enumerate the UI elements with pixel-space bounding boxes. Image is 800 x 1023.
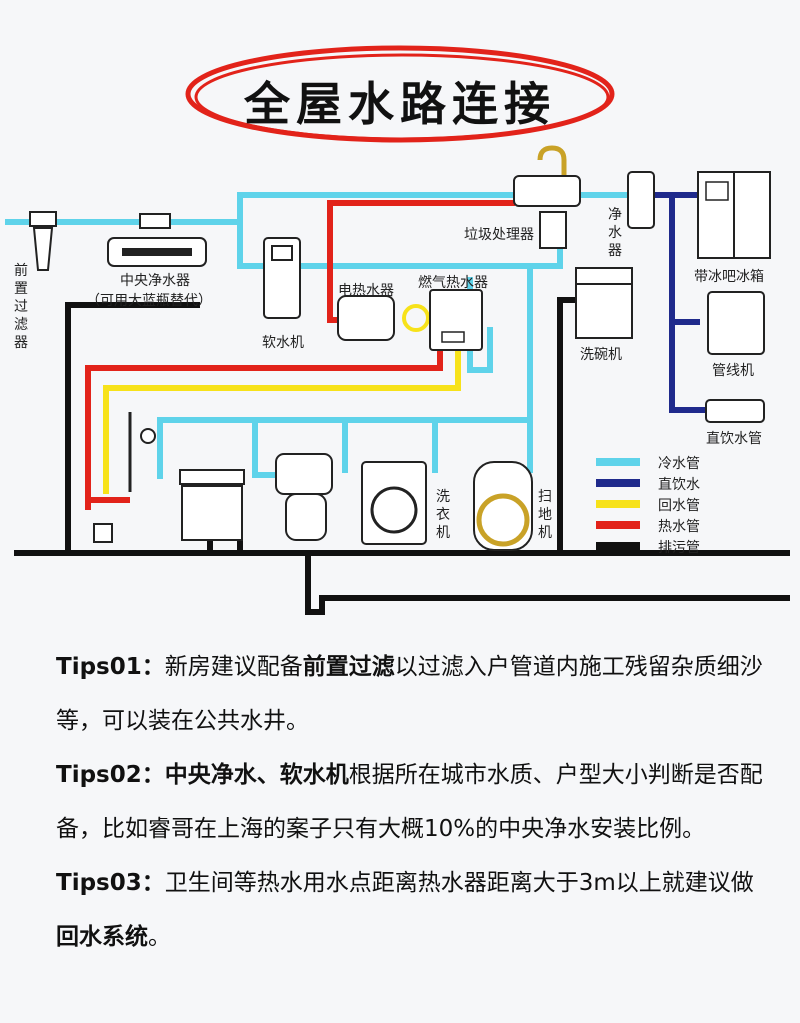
tip-id: Tips03： xyxy=(56,870,165,896)
label-central-purifier: 中央净水器 xyxy=(120,273,190,289)
legend-swatch xyxy=(596,458,640,466)
legend-swatch xyxy=(596,521,640,529)
legend-swatch xyxy=(596,500,640,508)
direct-tap-icon xyxy=(705,399,765,423)
label-direct-tap: 直饮水管 xyxy=(706,431,762,447)
tip-text: 卫生间等热水用水点距离热水器距离大于3m以上就建议做 xyxy=(164,870,754,896)
label-robot-vacuum: 扫地机 xyxy=(538,489,552,541)
electric-heater-icon xyxy=(337,295,430,341)
water-purifier-icon xyxy=(627,171,655,229)
shower-icon xyxy=(128,412,156,492)
prefilter-icon xyxy=(29,211,57,271)
legend-swatch xyxy=(596,479,640,487)
label-pipeline-machine: 管线机 xyxy=(712,363,754,379)
tip-text: 根据所在城市水质、户型大小判断是否配备，比如睿哥在上海的案子只有大概10%的中央… xyxy=(56,762,763,842)
page-title: 全屋水路连接 xyxy=(244,77,556,131)
label-washer: 洗衣机 xyxy=(436,489,450,541)
legend-label: 冷水管 xyxy=(658,456,700,472)
label-central-purifier-note: （可用大蓝瓶替代） xyxy=(86,293,212,309)
tip-item: Tips02：中央净水、软水机根据所在城市水质、户型大小判断是否配备，比如睿哥在… xyxy=(56,748,776,856)
label-electric-heater: 电热水器 xyxy=(338,283,394,299)
washing-machine-icon xyxy=(361,461,427,545)
softener-icon xyxy=(263,237,301,319)
legend-swatch xyxy=(596,542,640,550)
dishwasher-icon xyxy=(575,267,633,339)
label-softener: 软水机 xyxy=(262,335,304,351)
direct-water-pipes xyxy=(652,192,720,413)
legend-label: 热水管 xyxy=(658,519,700,535)
label-gas-heater: 燃气热水器 xyxy=(418,275,488,291)
central-purifier-icon xyxy=(107,213,207,267)
tips-section: Tips01：新房建议配备前置过滤以过滤入户管道内施工残留杂质细沙等，可以装在公… xyxy=(56,640,776,964)
legend-label: 回水管 xyxy=(658,498,700,514)
fridge-icon xyxy=(697,171,771,259)
robot-vacuum-icon xyxy=(473,461,533,551)
return-water-pipes xyxy=(103,350,461,494)
title-banner: 全屋水路连接 xyxy=(180,42,620,152)
toilet-icon xyxy=(275,453,333,541)
label-dishwasher: 洗碗机 xyxy=(580,347,622,363)
label-fridge: 带冰吧冰箱 xyxy=(694,269,764,285)
tip-text: 新房建议配备 xyxy=(164,654,303,680)
kitchen-sink-icon xyxy=(513,145,581,249)
tip-highlight: 前置过滤 xyxy=(302,654,395,680)
pipeline-machine-icon xyxy=(707,291,765,355)
washbasin-icon xyxy=(179,469,245,541)
gas-heater-icon xyxy=(429,289,483,351)
label-water-purifier: 净水器 xyxy=(608,207,622,259)
tip-item: Tips01：新房建议配备前置过滤以过滤入户管道内施工残留杂质细沙等，可以装在公… xyxy=(56,640,776,748)
tip-id: Tips01： xyxy=(56,654,165,680)
tip-id: Tips02： xyxy=(56,762,165,788)
tip-text: 以过滤入户管道内施工残留杂质细沙等，可以装在公共水井。 xyxy=(56,654,763,734)
tip-highlight: 回水系统 xyxy=(56,924,148,950)
legend-label: 排污管 xyxy=(658,540,700,556)
label-prefilter: 前置过滤器 xyxy=(14,263,28,351)
tip-highlight: 中央净水、软水机 xyxy=(164,762,349,788)
drain-pipes xyxy=(14,297,790,615)
label-disposer: 垃圾处理器 xyxy=(464,227,534,243)
plumbing-diagram xyxy=(5,145,790,615)
tip-text: 。 xyxy=(148,924,171,950)
tip-item: Tips03：卫生间等热水用水点距离热水器距离大于3m以上就建议做回水系统。 xyxy=(56,856,776,964)
legend-label: 直饮水 xyxy=(658,477,700,493)
floor-drain-icon xyxy=(93,523,113,543)
title-ring-icon xyxy=(185,45,615,143)
